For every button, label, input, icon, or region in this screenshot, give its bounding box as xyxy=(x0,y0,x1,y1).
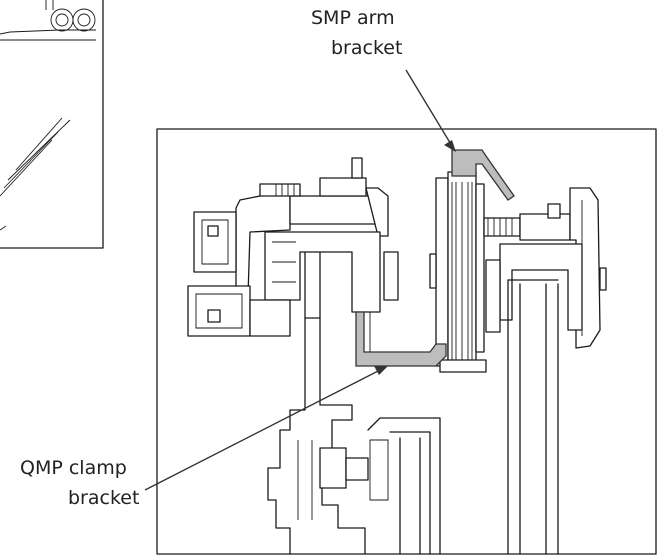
assembly-cross-section xyxy=(187,157,607,555)
smp-arm-bracket-shape xyxy=(451,149,515,201)
smp-leader-line xyxy=(405,69,456,152)
smp-arm-label-line2: bracket xyxy=(331,37,402,59)
qmp-clamp-label-line2: bracket xyxy=(68,487,139,509)
smp-arm-label-line1: SMP arm xyxy=(311,7,395,29)
qmp-clamp-bracket-shape xyxy=(355,311,447,367)
inset-overview-panel xyxy=(0,0,104,249)
detail-frame xyxy=(156,128,657,555)
qmp-leader-line xyxy=(144,366,388,491)
qmp-clamp-label-line1: QMP clamp xyxy=(20,457,127,479)
